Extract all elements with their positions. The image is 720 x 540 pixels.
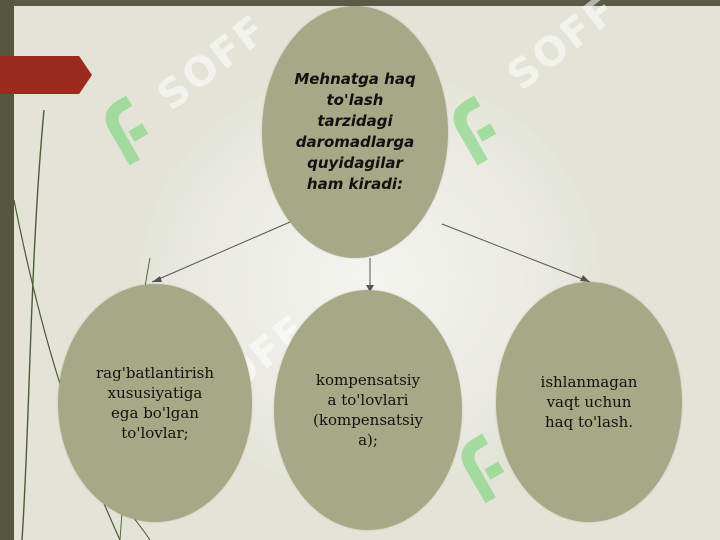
decor-curve-1 [21, 109, 45, 540]
arrowhead-right [580, 275, 590, 282]
accent-arrow-tag [0, 56, 92, 94]
root-node: Mehnatga haq to'lash tarzidagi daromadla… [262, 6, 448, 258]
watermark-logo-icon [461, 433, 505, 504]
connector-left [151, 221, 291, 283]
watermark-logo-icon [453, 95, 497, 166]
connector-right [441, 223, 591, 283]
child-node-unworked-time-pay: ishlanmagan vaqt uchun haq to'lash. [496, 282, 682, 522]
child-node-label: ishlanmagan vaqt uchun haq to'lash. [540, 373, 638, 431]
arrowhead-mid [366, 285, 374, 292]
top-strip [0, 0, 720, 6]
arrowhead-left [152, 276, 162, 282]
root-node-label: Mehnatga haq to'lash tarzidagi daromadla… [294, 70, 416, 193]
watermark-logo-icon [105, 95, 149, 166]
child-node-compensation-payments: kompensatsiy a to'lovlari (kompensatsiy … [274, 290, 462, 530]
child-node-label: kompensatsiy a to'lovlari (kompensatsiy … [313, 371, 423, 449]
child-node-label: rag'batlantirish xususiyatiga ega bo'lga… [96, 364, 214, 442]
child-node-incentive-payments: rag'batlantirish xususiyatiga ega bo'lga… [58, 284, 252, 522]
left-decor-bar [0, 0, 14, 540]
